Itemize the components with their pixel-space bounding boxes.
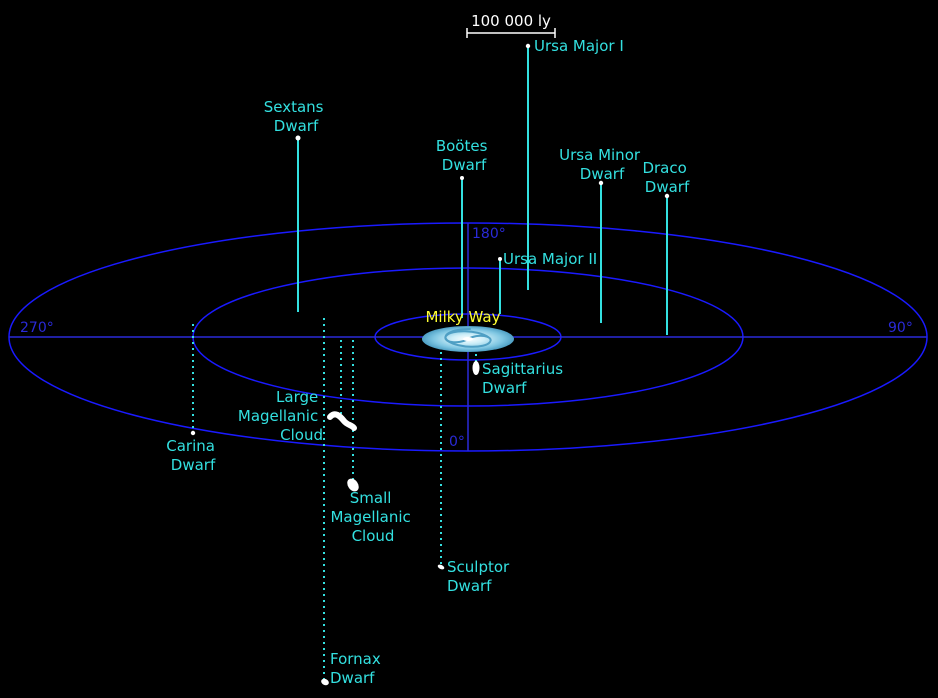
label-ursa-minor: Ursa Minor Dwarf xyxy=(559,146,645,183)
label-fornax: Fornax Dwarf xyxy=(330,650,386,687)
label-ursa-major-2: Ursa Major II xyxy=(503,250,597,268)
scale-bar-label: 100 000 ly xyxy=(471,12,551,30)
label-carina: Carina Dwarf xyxy=(166,437,219,474)
label-sagittarius: Sagittarius Dwarf xyxy=(482,360,568,397)
marker-ursa-major-1 xyxy=(525,43,531,49)
stems-above xyxy=(297,46,668,335)
marker-fornax xyxy=(321,678,329,686)
marker-draco xyxy=(664,193,670,199)
marker-sagittarius xyxy=(472,361,480,375)
marker-ursa-major-2 xyxy=(498,257,502,261)
milky-way-disc xyxy=(422,326,514,352)
scale-bar: 100 000 ly xyxy=(466,12,556,38)
milky-way-label: Milky Way xyxy=(425,308,500,326)
marker-smc xyxy=(347,478,359,492)
marker-lmc xyxy=(327,411,357,431)
marker-ursa-minor xyxy=(598,180,604,186)
marker-carina xyxy=(190,430,196,436)
marker-sculptor xyxy=(437,564,445,570)
label-lmc: Large Magellanic Cloud xyxy=(238,388,323,444)
label-ursa-major-1: Ursa Major I xyxy=(534,37,624,55)
label-smc: Small Magellanic Cloud xyxy=(330,489,415,545)
angle-label-180: 180° xyxy=(472,226,506,242)
angle-labels: 270° 90° 180° 0° xyxy=(20,226,913,450)
label-draco: Draco Dwarf xyxy=(642,159,691,196)
marker-sextans xyxy=(295,135,301,141)
angle-label-0: 0° xyxy=(449,434,465,450)
marker-bootes xyxy=(460,176,464,180)
galaxy-labels: Ursa Major I Sextans Dwarf Boötes Dwarf … xyxy=(166,37,691,687)
galaxy-markers xyxy=(190,43,670,686)
angle-label-90: 90° xyxy=(888,320,913,336)
label-sextans: Sextans Dwarf xyxy=(264,98,329,135)
angle-label-270: 270° xyxy=(20,320,54,336)
stems-below xyxy=(192,318,477,680)
label-bootes: Boötes Dwarf xyxy=(436,137,492,174)
label-sculptor: Sculptor Dwarf xyxy=(447,558,514,595)
